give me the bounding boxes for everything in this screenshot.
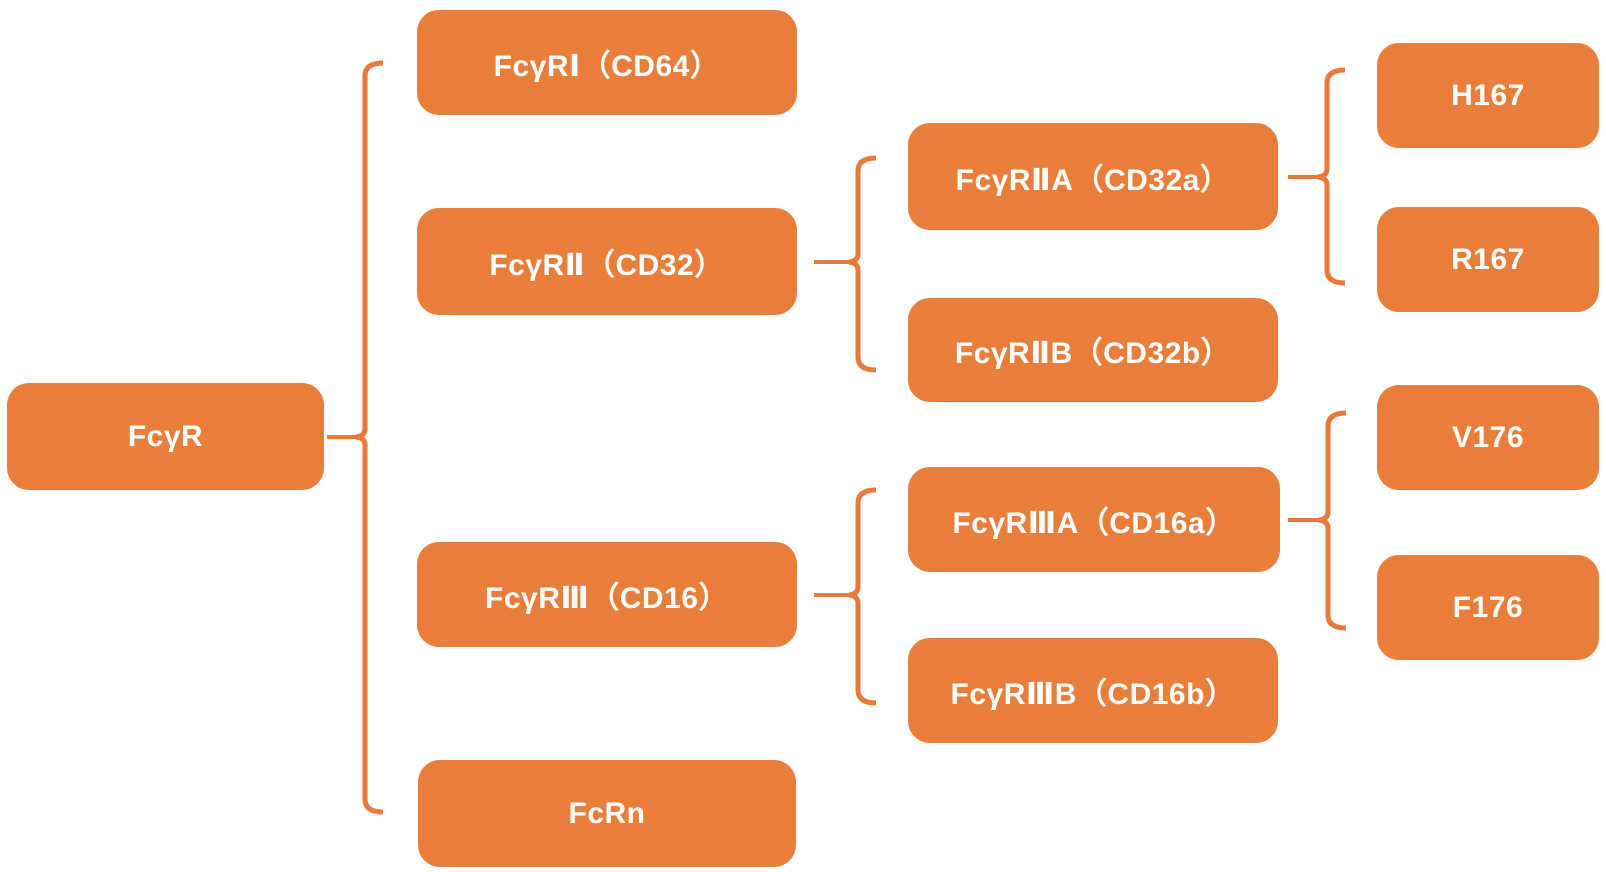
node-fcgr2-cd32: FcγRⅡ（CD32） (417, 208, 797, 315)
node-fcgr3-cd16: FcγRⅢ（CD16） (417, 542, 797, 647)
brace-fcgr2-children (848, 155, 877, 373)
node-fcgr: FcγR (7, 383, 324, 490)
node-v176: V176 (1377, 385, 1599, 490)
brace-fcgr2a-children (1317, 67, 1346, 286)
node-fcrn: FcRn (418, 760, 796, 867)
brace-root-children (355, 60, 384, 815)
node-r167: R167 (1377, 207, 1599, 312)
brace-fcgr3-children (848, 487, 877, 706)
brace-fcgr3a-children (1318, 410, 1347, 631)
node-fcgr1-cd64: FcγRⅠ（CD64） (417, 10, 797, 115)
node-fcgr2b-cd32b: FcγRⅡB（CD32b） (908, 298, 1278, 402)
node-fcgr3b-cd16b: FcγRⅢB（CD16b） (908, 638, 1278, 743)
node-fcgr3a-cd16a: FcγRⅢA（CD16a） (908, 467, 1280, 572)
node-f176: F176 (1377, 555, 1599, 660)
node-h167: H167 (1377, 43, 1599, 148)
node-fcgr2a-cd32a: FcγRⅡA（CD32a） (908, 123, 1278, 230)
